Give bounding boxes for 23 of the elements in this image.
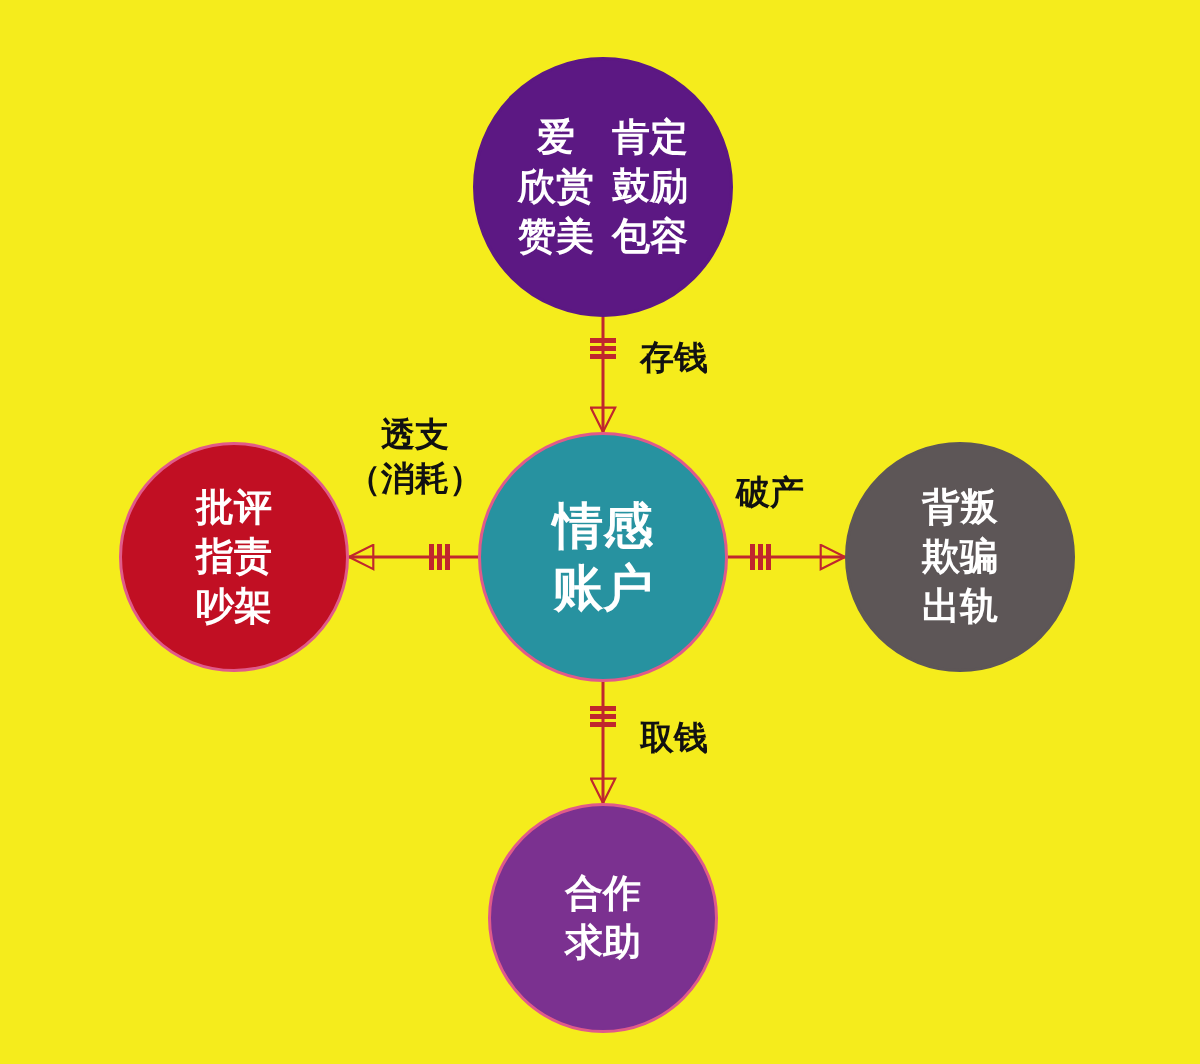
node-text: 批评 [196,483,272,531]
edge-label: 破产 [736,471,804,514]
edge-label: 存钱 [640,336,708,379]
node-text: 指责 [196,533,272,581]
arrow [587,317,619,434]
arrow [347,541,478,573]
node-text: 背叛 [922,483,998,531]
edge-label: 取钱 [640,716,708,759]
node-text: 肯定 [612,113,688,161]
arrow [587,682,619,805]
node-text: 情感账户 [550,495,654,619]
node-text: 合作 [565,869,641,917]
edge-label: 透支（消耗） [346,413,484,501]
node-text: 欺骗 [922,533,998,581]
node-text: 欣赏 [518,163,594,211]
node-text: 爱 [537,113,575,161]
node-text: 赞美 [518,212,594,260]
node-text: 吵架 [196,582,272,630]
node-text: 求助 [565,919,641,966]
node-text: 出轨 [922,582,998,630]
node-text: 包容 [612,212,688,260]
node-text: 鼓励 [612,163,688,211]
arrow [728,541,847,573]
